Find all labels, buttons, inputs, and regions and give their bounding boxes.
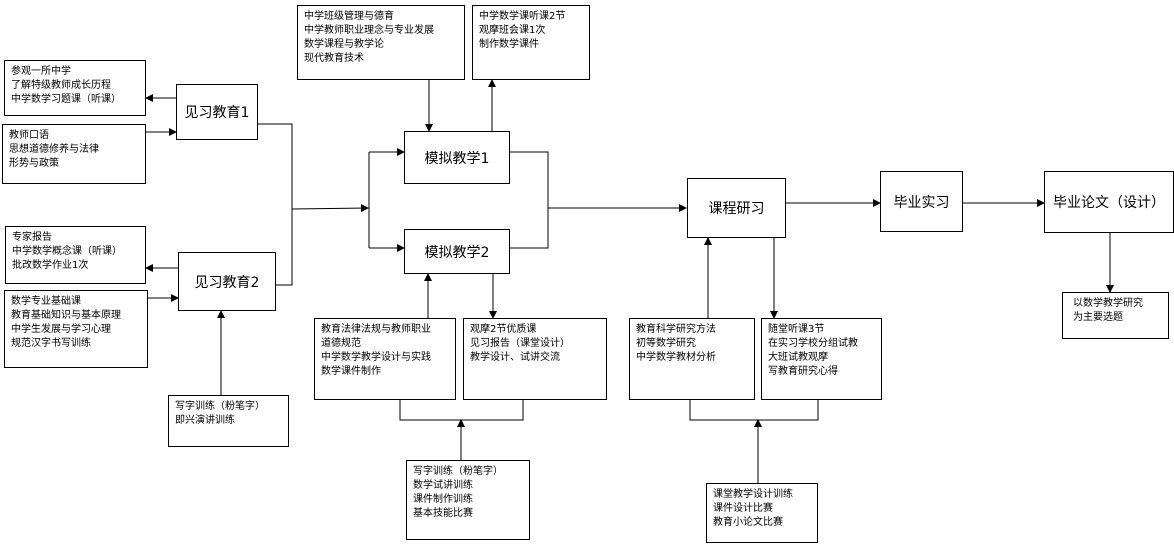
note-kc-skill: 课堂教学设计训练 课件设计比赛 教育小论文比赛 bbox=[706, 483, 818, 543]
node-moni2: 模拟教学2 bbox=[404, 229, 510, 274]
note-jx2-out: 专家报告 中学数学概念课（听课） 批改数学作业1次 bbox=[5, 226, 146, 284]
note-kc-out: 随堂听课3节 在实习学校分组试教 大班试教观摩 写教育研究心得 bbox=[761, 318, 882, 400]
note-m1-in: 中学班级管理与德育 中学教师职业理念与专业发展 数学课程与教学论 现代教育技术 bbox=[297, 5, 465, 80]
node-biye-lunwen: 毕业论文（设计） bbox=[1044, 171, 1174, 233]
node-jianxi1: 见习教育1 bbox=[176, 84, 258, 140]
note-jx2-in: 数学专业基础课 教育基础知识与基本原理 中学生发展与学习心理 规范汉字书写训练 bbox=[4, 290, 148, 368]
bracket-kc-notes bbox=[689, 400, 819, 421]
node-moni1: 模拟教学1 bbox=[404, 131, 510, 184]
note-m-skill: 写字训练（粉笔字） 数学试讲训练 课件制作训练 基本技能比赛 bbox=[406, 460, 530, 540]
bracket-moni bbox=[510, 151, 549, 249]
bracket-moni-notes bbox=[399, 400, 524, 421]
note-kc-in: 教育科学研究方法 初等数学研究 中学数学教材分析 bbox=[629, 318, 755, 400]
note-lw-out: 以数学教学研究 为主要选题 bbox=[1062, 292, 1169, 339]
note-jx1-out: 参观一所中学 了解特级教师成长历程 中学数学习题课（听课） bbox=[4, 60, 146, 116]
note-jx2-skill: 写字训练（粉笔字） 即兴演讲训练 bbox=[168, 395, 289, 447]
node-kecheng: 课程研习 bbox=[687, 178, 786, 238]
arrow-jianxi-to-moni bbox=[291, 204, 369, 213]
bracket-jianxi bbox=[258, 123, 293, 286]
note-m1-out: 中学数学课听课2节 观摩班会课1次 制作数学课件 bbox=[472, 5, 590, 80]
node-biye-shixi: 毕业实习 bbox=[880, 171, 963, 232]
note-m2-out: 观摩2节优质课 见习报告（课堂设计） 教学设计、试讲交流 bbox=[463, 318, 607, 400]
note-m2-in: 教育法律法规与教师职业 道德规范 中学数学教学设计与实践 数学课件制作 bbox=[314, 318, 456, 400]
note-jx1-in: 教师口语 思想道德修养与法律 形势与政策 bbox=[2, 124, 146, 184]
node-jianxi2: 见习教育2 bbox=[178, 252, 276, 311]
